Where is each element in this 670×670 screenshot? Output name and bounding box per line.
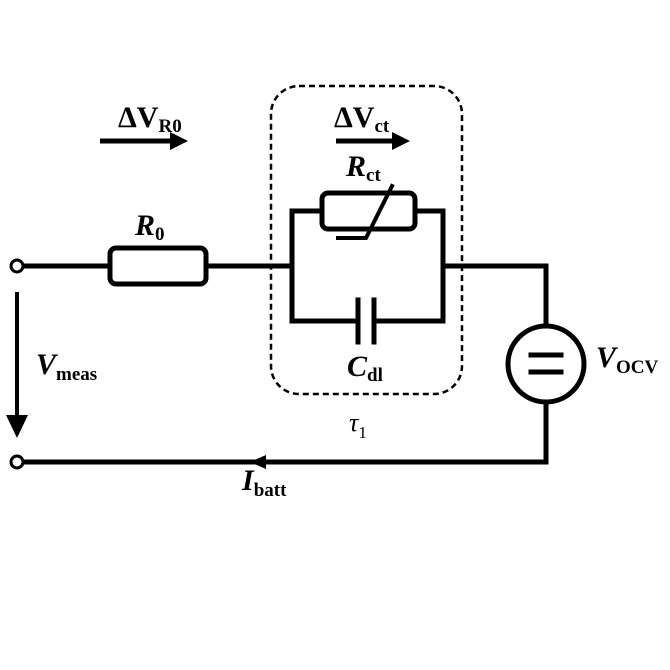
- label-v-ocv: VOCV: [596, 341, 659, 378]
- delta-vct-arrow-head-icon: [392, 132, 410, 150]
- current-arrow-icon: [250, 455, 266, 469]
- terminal-bottom: [9, 454, 25, 470]
- label-tau: τ1: [349, 408, 367, 442]
- delta-vr0-arrow-head-icon: [170, 132, 188, 150]
- label-c-dl: Cdl: [347, 350, 383, 386]
- rc-block-boundary: [269, 84, 464, 396]
- terminal-top: [9, 258, 25, 274]
- nonlinear-marker-icon: [336, 183, 395, 240]
- label-r-ct: Rct: [345, 150, 381, 186]
- voltage-source-icon: [505, 323, 587, 405]
- resistor-rct: [319, 190, 418, 232]
- vmeas-arrow-head-icon: [6, 415, 28, 438]
- resistor-r0: [107, 245, 209, 287]
- label-r-0: R0: [134, 209, 165, 245]
- label-delta-v-ct: ΔVct: [334, 101, 390, 137]
- label-v-meas: Vmeas: [36, 348, 97, 385]
- label-delta-v-r0: ΔVR0: [118, 101, 182, 137]
- label-i-batt: Ibatt: [241, 464, 287, 501]
